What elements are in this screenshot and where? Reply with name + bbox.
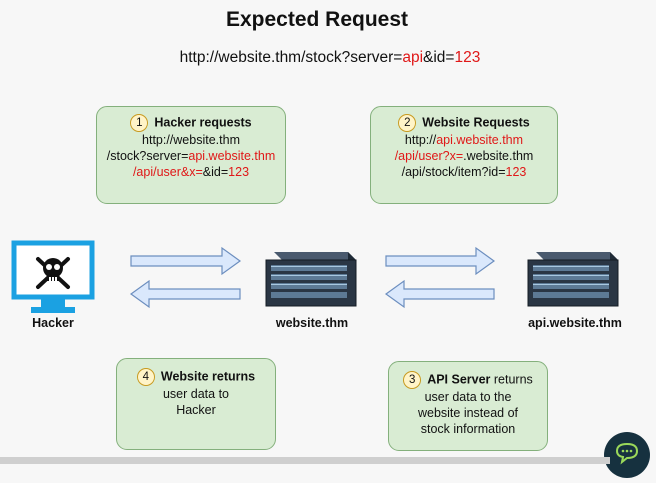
arrow-hacker-to-website (130, 246, 242, 276)
step-3-number: 3 (403, 371, 422, 389)
step-1-line-2-host: api.website.thm (188, 149, 276, 163)
step-4-title: Website returns (160, 369, 256, 384)
arrows-layer (129, 246, 496, 309)
step-1-line-2-prefix: /stock?server= (106, 149, 189, 163)
step-1-line-3-path: /api/user&x= (132, 165, 203, 179)
step-1-line-1: http://website.thm (142, 133, 240, 147)
step-3-title-rest: returns (490, 372, 533, 387)
step-4-heading: 4 Website returns (117, 368, 275, 386)
step-2-line-3: /api/stock/item?id=123 (371, 164, 557, 180)
step-2-line-2-path: /api/user?x= (394, 149, 464, 163)
skull-monitor-icon (11, 240, 95, 313)
url-server: api (402, 49, 424, 66)
step-3-line-1: user data to the (424, 390, 512, 404)
step-1-box: 1 Hacker requests http://website.thm /sto… (96, 106, 286, 204)
step-2-line-3-id: 123 (505, 165, 527, 179)
url-mid: &id= (423, 49, 455, 66)
website-label: website.thm (275, 316, 349, 330)
step-2-box: 2 Website Requests http://api.website.thm… (370, 106, 558, 204)
chat-widget-button[interactable] (604, 432, 650, 478)
arrow-api-to-website (384, 279, 495, 309)
step-1-number: 1 (130, 114, 149, 132)
hacker-label: Hacker (32, 316, 74, 330)
step-4-line-1: user data to (162, 387, 229, 401)
api-server-icon (527, 252, 619, 307)
step-4-number: 4 (136, 368, 155, 386)
diagram-title: Expected Request (225, 8, 409, 31)
step-1-line-3-param: &id= (202, 165, 229, 179)
step-2-title: Website Requests (422, 115, 530, 130)
step-3-box: 3 API Server returns user data to the web… (388, 361, 548, 451)
horizontal-scrollbar[interactable] (0, 457, 610, 464)
step-2-line-1: http://api.website.thm (371, 132, 557, 148)
step-3-line-2: website instead of (417, 406, 519, 420)
step-1-line-2: /stock?server=api.website.thm (97, 148, 285, 164)
request-url: http://website.thm/stock?server=api&id=1… (0, 49, 656, 67)
chat-bubble-icon (615, 442, 639, 465)
url-id: 123 (454, 49, 481, 66)
step-2-line-2-rest: .website.thm (463, 149, 534, 163)
step-4-box: 4 Website returns user data to Hacker (116, 358, 276, 450)
step-2-heading: 2 Website Requests (371, 114, 557, 132)
website-server-icon (265, 252, 357, 307)
step-1-line-3: /api/user&x=&id=123 (97, 164, 285, 180)
step-2-line-1-host: api.website.thm (436, 133, 524, 147)
step-3-line-3: stock information (420, 422, 516, 436)
step-1-title: Hacker requests (154, 115, 252, 130)
step-2-line-2: /api/user?x=.website.thm (371, 148, 557, 164)
arrow-website-to-api (385, 246, 496, 276)
step-4-line-2: Hacker (176, 403, 216, 417)
arrow-website-to-hacker (129, 279, 241, 309)
step-2-line-1-prefix: http:// (404, 133, 437, 147)
step-1-line-3-id: 123 (228, 165, 250, 179)
step-2-line-3-prefix: /api/stock/item?id= (401, 165, 506, 179)
step-3-title: API Server (427, 372, 491, 387)
step-3-heading: 3 API Server returns (389, 371, 547, 389)
url-prefix: http://website.thm/stock?server= (179, 49, 403, 66)
api-label: api.website.thm (528, 316, 622, 330)
step-1-heading: 1 Hacker requests (97, 114, 285, 132)
step-2-number: 2 (398, 114, 417, 132)
